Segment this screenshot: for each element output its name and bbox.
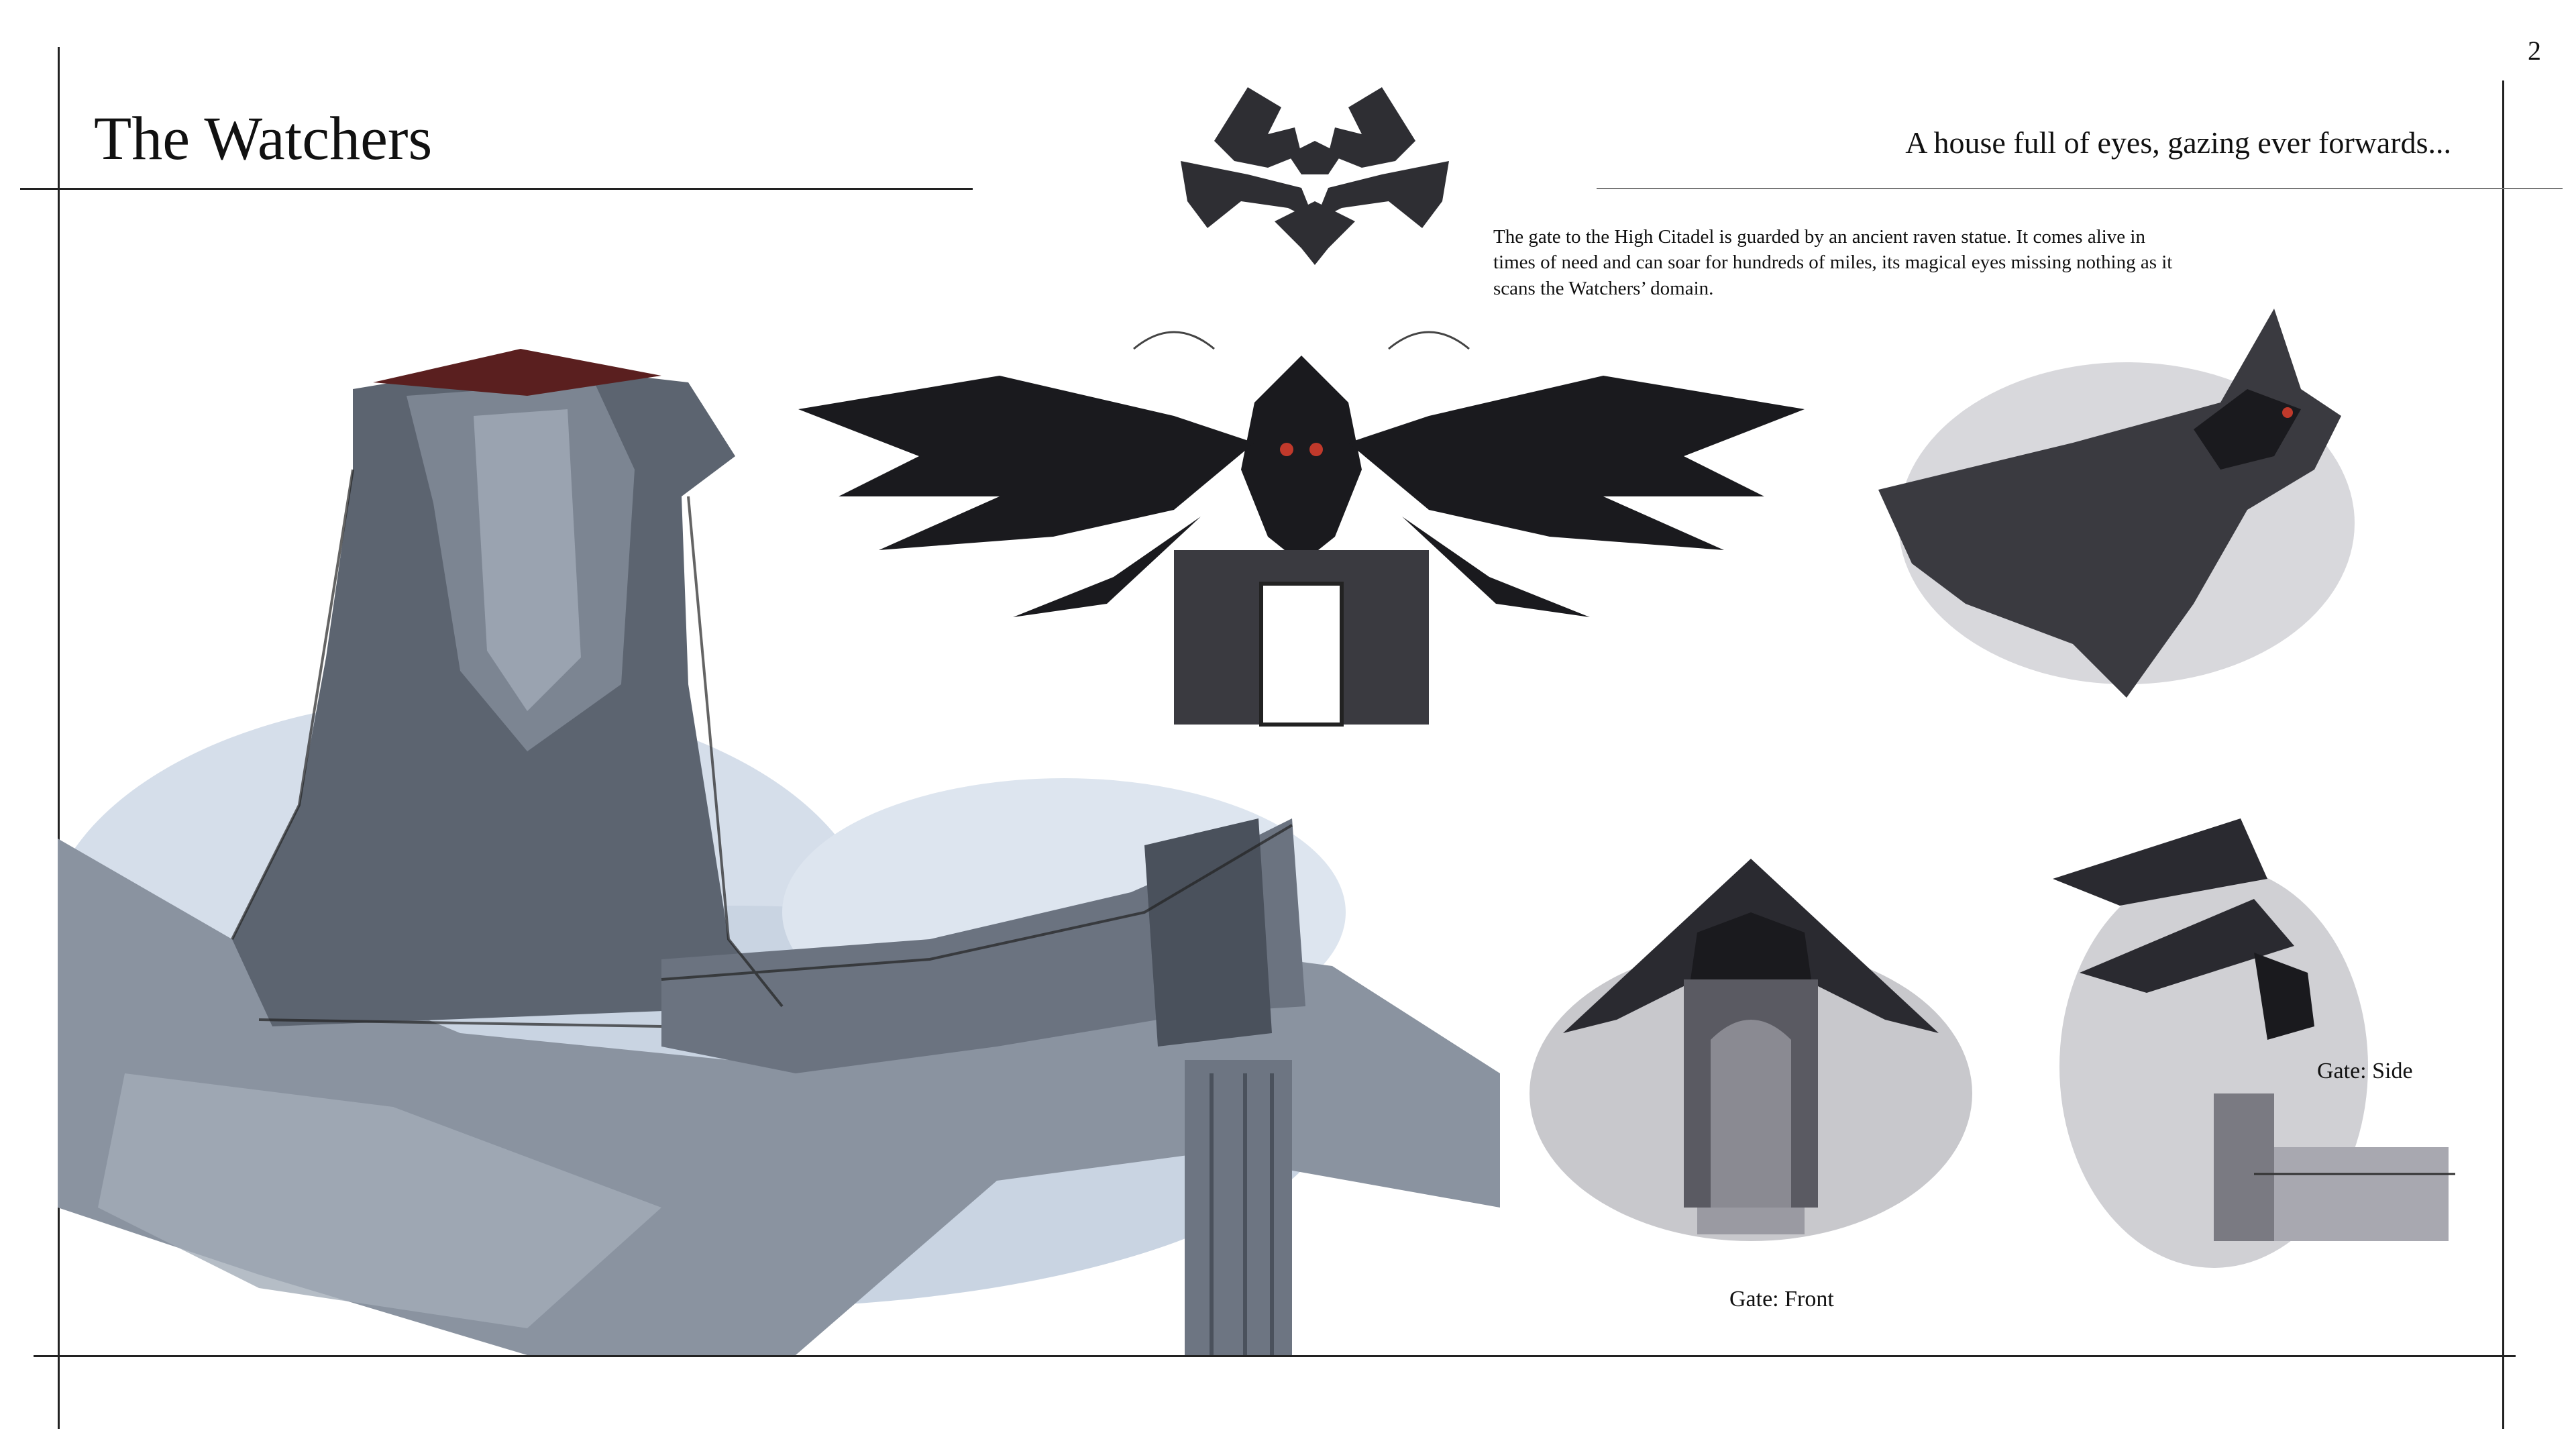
footer-rule (34, 1355, 2516, 1357)
gate-front-caption: Gate: Front (1729, 1287, 1834, 1312)
gate-side-sketch (2039, 798, 2469, 1268)
page-tagline: A house full of eyes, gazing ever forwar… (1905, 125, 2451, 160)
frame-left-line (58, 47, 60, 1429)
citadel-illustration (58, 335, 1500, 1355)
page-number: 2 (2528, 36, 2541, 66)
raven-statue-front (798, 295, 1805, 751)
watchers-emblem-icon (1167, 60, 1462, 268)
frame-right-line (2502, 81, 2504, 1429)
lore-description: The gate to the High Citadel is guarded … (1493, 226, 2173, 299)
header-rule (20, 188, 973, 190)
raven-flight-sketch (1872, 268, 2408, 751)
gate-side-caption: Gate: Side (2317, 1059, 2413, 1083)
page-title: The Watchers (94, 104, 433, 172)
gate-front-sketch (1523, 832, 1979, 1248)
header-rule-right (1597, 188, 2563, 189)
